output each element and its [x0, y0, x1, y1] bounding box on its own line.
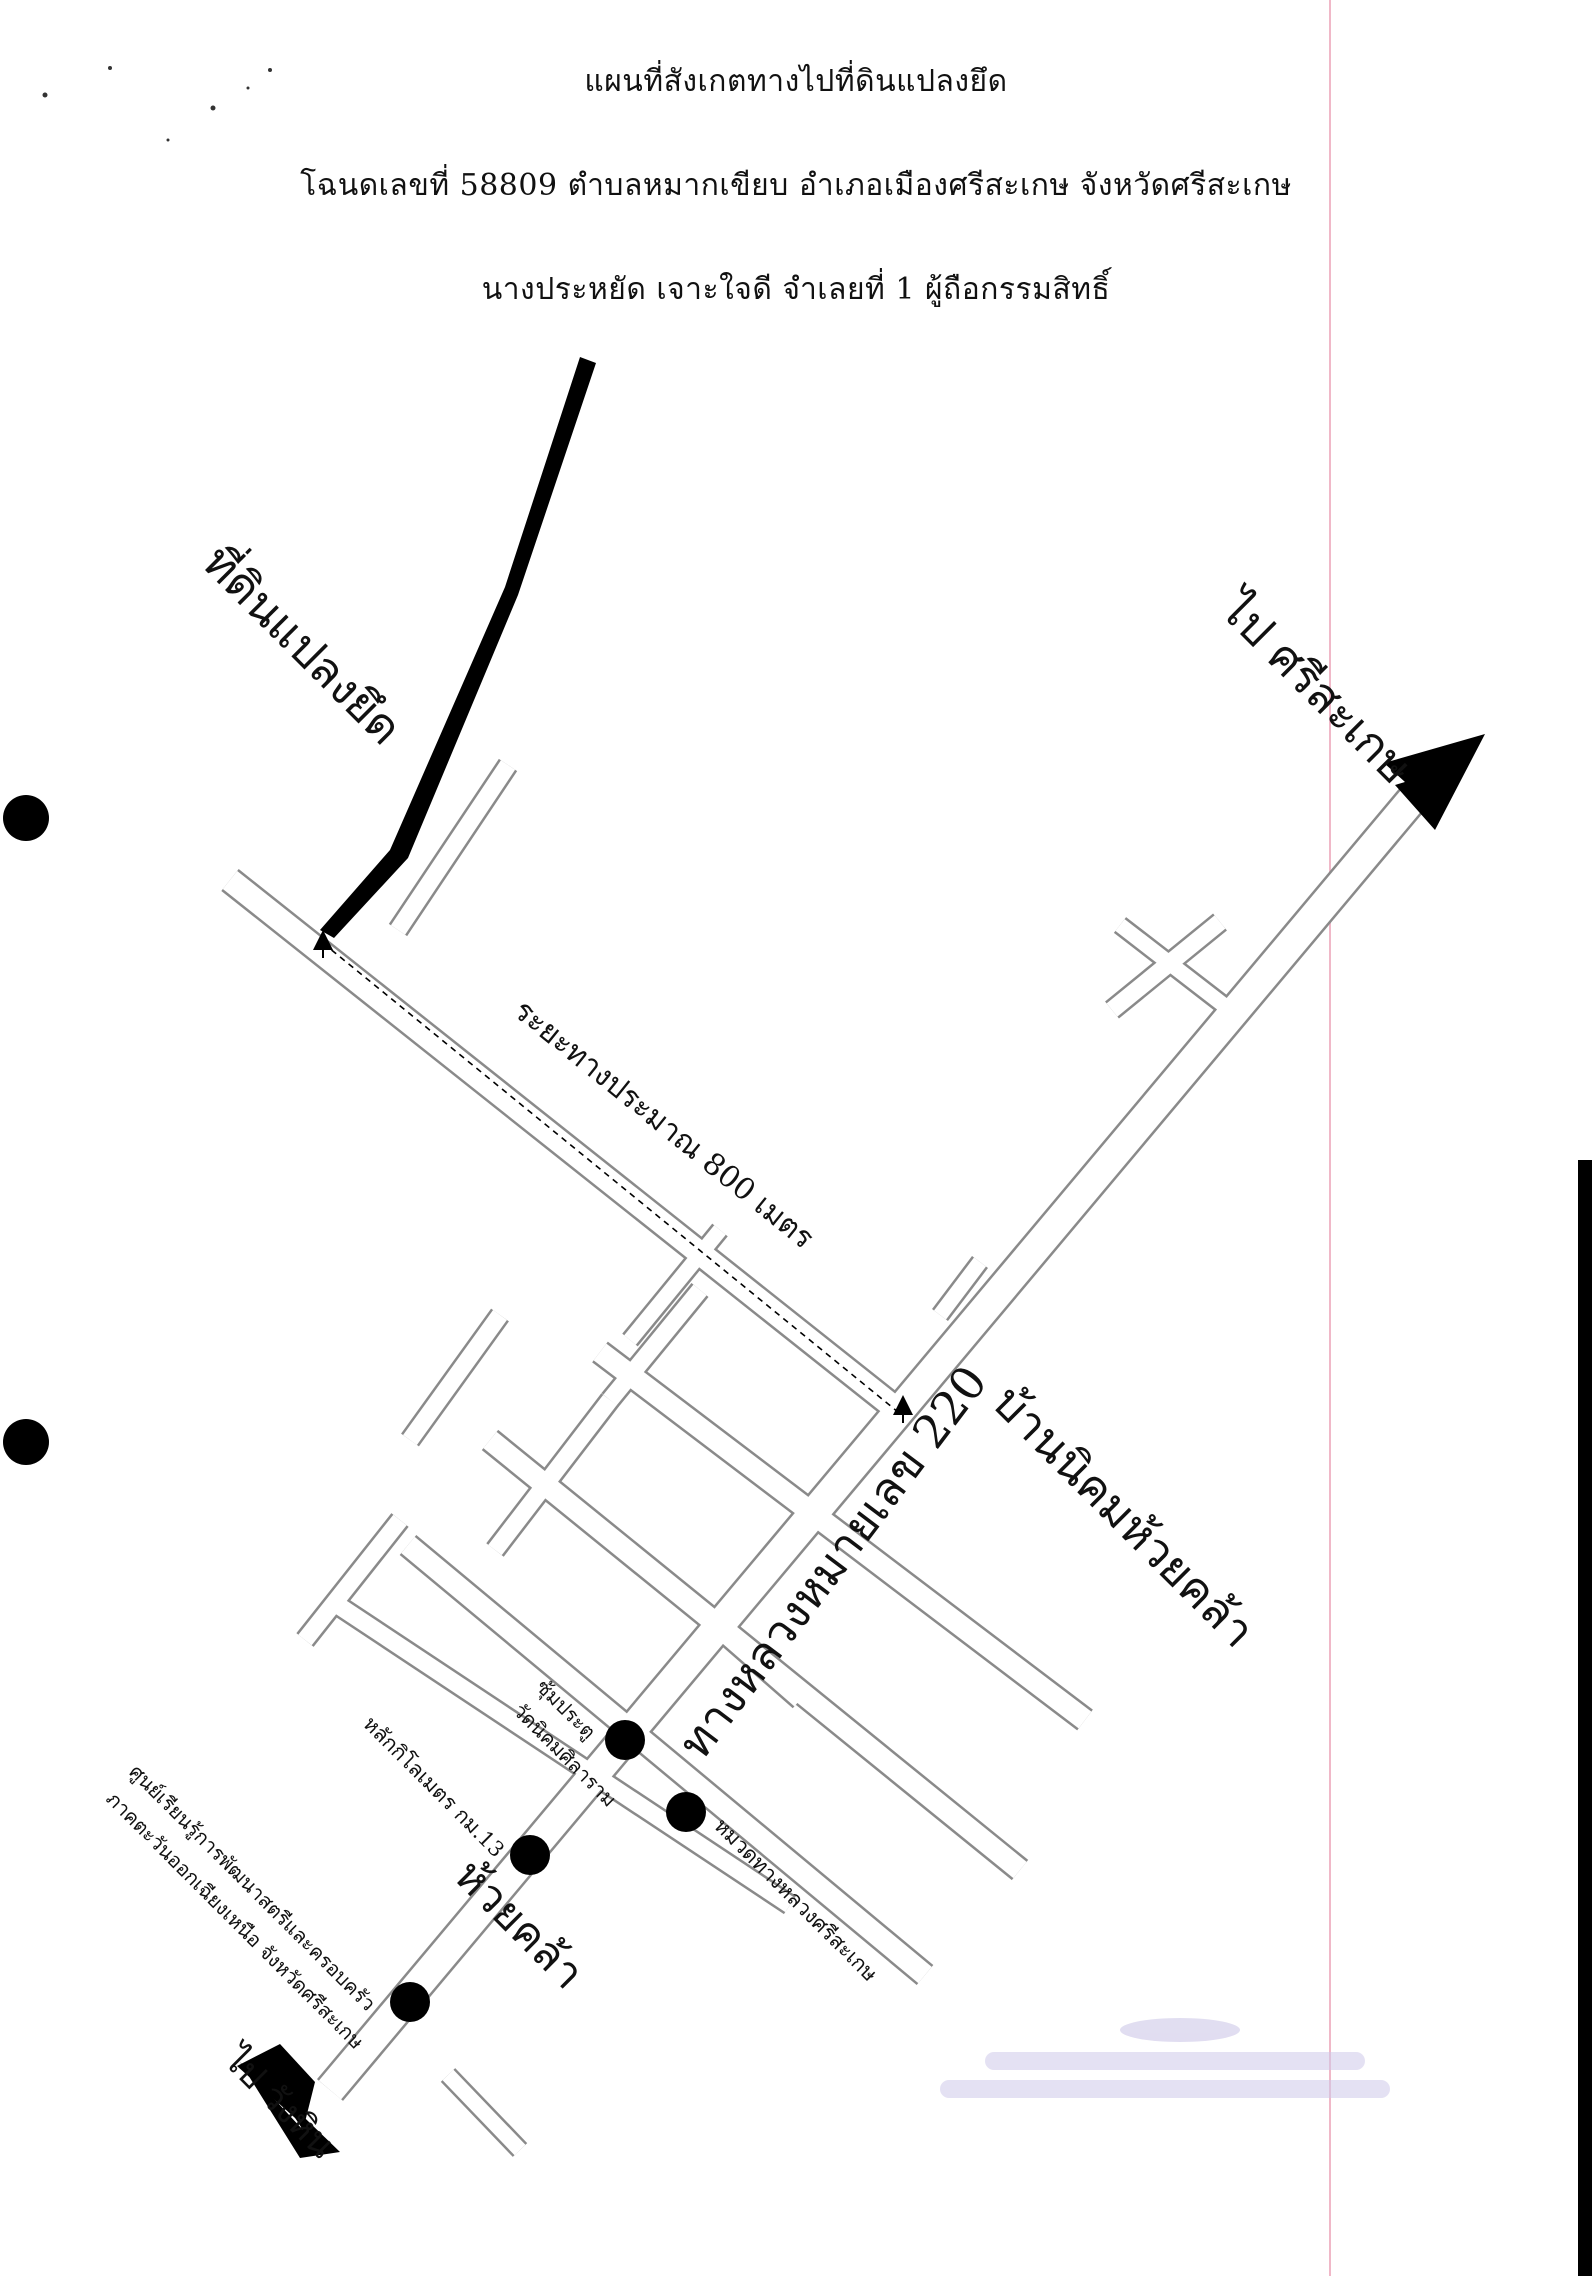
temple-gate-marker [605, 1720, 645, 1760]
road-fill-stub-top [624, 1225, 726, 1345]
road-fill-connector-a [603, 1284, 707, 1406]
binder-hole [3, 1419, 49, 1465]
seized-land-parcel [320, 357, 596, 938]
binding-edge [1578, 1160, 1592, 2276]
km-post-marker [510, 1835, 550, 1875]
road-fill-connector-b [488, 1394, 617, 1556]
road-fill-spur-east-3 [1115, 919, 1235, 1016]
owner-line: นางประหยัด เจาะใจดี จำเลยที่ 1 ผู้ถือกรร… [481, 272, 1111, 307]
highway-district-marker [666, 1792, 706, 1832]
scan-specks [42, 66, 272, 142]
learning-center-marker [390, 1982, 430, 2022]
road-fill-highway-220 [318, 780, 1432, 2100]
road-fill-road-to-seized-land [222, 870, 918, 1430]
road-fill-connector-d [298, 1514, 407, 1646]
highway-district-label: หมวดทางหลวงศรีสะเกษ [709, 1814, 882, 1987]
road-fill-connector-c [403, 1310, 507, 1445]
distance-dashed-line [322, 942, 899, 1413]
road-fill-spur-east-2 [934, 1257, 986, 1320]
road-fill-south-spur [442, 2069, 526, 2156]
binder-hole [3, 795, 49, 841]
map-title: แผนที่สังเกตทางไปที่ดินแปลงยึด [584, 64, 1008, 99]
official-stamp [940, 2018, 1390, 2098]
arrow-to-wanghin-base [237, 2044, 315, 2126]
road-fill-north-spur [390, 760, 516, 935]
road-network [221, 758, 1434, 2157]
km-post-label: หลักกิโลเมตร กม.13 [358, 1712, 509, 1863]
arrow-to-wanghin-head [240, 2062, 340, 2158]
village-label: บ้านนิคมห้วยคล้า [982, 1375, 1265, 1658]
learning-center-label-2: ภาคตะวันออกเฉียงเหนือ จังหวัดศรีสะเกษ [101, 1787, 368, 2054]
deed-line: โฉนดเลขที่ 58809 ตำบลหมากเขียบ อำเภอเมือ… [300, 168, 1292, 203]
to-sisaket-label: ไป ศรีสะเกษ [1207, 579, 1423, 795]
road-fill-cross-road-1 [593, 1343, 1092, 1729]
seized-land-label: ที่ดินแปลงยึด [192, 531, 416, 755]
road-fill-cross-road-3 [401, 1536, 932, 1984]
arrow-to-sisaket [1384, 734, 1485, 830]
road-fill-cross-road-5 [325, 1592, 795, 1913]
learning-center-label-1: ศูนย์เรียนรู้การพัฒนาสตรีและครอบครัว [124, 1760, 381, 2017]
road-fill-cross-road-4 [674, 1588, 806, 1707]
